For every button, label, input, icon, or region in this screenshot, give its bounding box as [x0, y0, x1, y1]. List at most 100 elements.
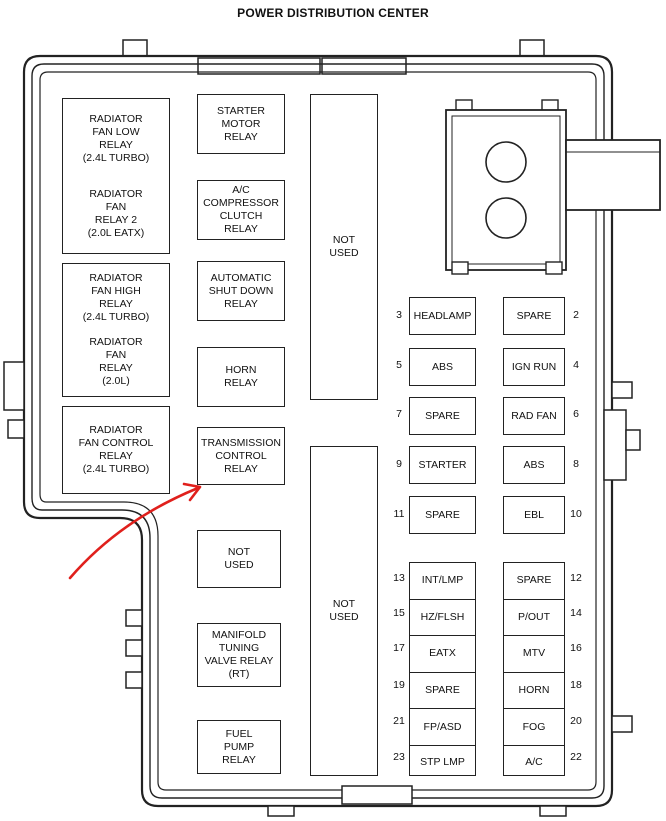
fuse-label: HORN: [518, 684, 550, 697]
relay-label: RADIATOR FAN HIGH RELAY (2.4L TURBO): [82, 272, 150, 323]
relay-fuel-pump: FUEL PUMP RELAY: [197, 720, 281, 774]
relay-transmission-control: TRANSMISSION CONTROL RELAY: [197, 427, 285, 485]
fuse-label: SPARE: [425, 684, 460, 697]
fuse-number: 7: [396, 408, 402, 420]
relay-label: RADIATOR FAN LOW RELAY (2.4L TURBO): [82, 112, 150, 164]
fuse-label: INT/LMP: [421, 574, 464, 587]
relay-label: HORN RELAY: [224, 364, 258, 389]
fuse-label: EBL: [524, 508, 544, 521]
fuse-number: 10: [570, 508, 582, 520]
relay-label: STARTER MOTOR RELAY: [216, 104, 266, 143]
relay-label: MANIFOLD TUNING VALVE RELAY (RT): [204, 629, 274, 680]
fuse-number: 11: [393, 508, 405, 520]
relay-label: FUEL PUMP RELAY: [222, 727, 256, 766]
fuse-label: SPARE: [425, 508, 460, 521]
fuse-number: 8: [573, 458, 579, 470]
fuse-label: P/OUT: [517, 610, 551, 623]
minifuse-spare-12: SPARE: [504, 563, 564, 600]
fuse-number: 4: [573, 359, 579, 371]
relay-label: RADIATOR FAN RELAY (2.0L): [89, 336, 143, 387]
fuse-ebl: EBL: [503, 496, 565, 534]
relay-label: RADIATOR FAN RELAY 2 (2.0L EATX): [87, 187, 145, 239]
fuse-label: SPARE: [516, 309, 552, 322]
minifuse-fog: FOG: [504, 709, 564, 746]
minifuse-p-out: P/OUT: [504, 600, 564, 637]
slot-label: NOT USED: [329, 598, 359, 623]
fuse-number: 18: [570, 679, 582, 691]
fuse-label: ABS: [523, 458, 545, 471]
relay-label: A/C COMPRESSOR CLUTCH RELAY: [203, 184, 279, 235]
fuse-number: 16: [570, 642, 582, 654]
fuse-label: HEADLAMP: [413, 309, 472, 322]
fuse-label: A/C: [525, 756, 543, 769]
slot-not-used-upper: NOT USED: [310, 94, 378, 400]
fuse-number: 14: [570, 607, 582, 619]
fuse-spare-11: SPARE: [409, 496, 476, 534]
fuse-number: 15: [393, 607, 405, 619]
minifuse-block-right: SPARE P/OUT MTV HORN FOG A/C: [503, 562, 565, 776]
fuse-number: 9: [396, 458, 402, 470]
minifuse-horn: HORN: [504, 673, 564, 710]
relay-horn: HORN RELAY: [197, 347, 285, 407]
fuse-label: EATX: [429, 647, 456, 660]
fuse-number: 12: [570, 572, 582, 584]
fuse-label: SPARE: [425, 409, 460, 422]
relay-label: AUTOMATIC SHUT DOWN RELAY: [208, 271, 274, 310]
fuse-number: 3: [396, 309, 402, 321]
fuse-number: 2: [573, 309, 579, 321]
fuse-number: 19: [393, 679, 405, 691]
minifuse-hz-flsh: HZ/FLSH: [410, 600, 475, 637]
relay-manifold-tuning-valve: MANIFOLD TUNING VALVE RELAY (RT): [197, 623, 281, 687]
relay-radiator-fan-control: RADIATOR FAN CONTROL RELAY (2.4L TURBO): [62, 406, 170, 494]
relay-starter-motor: STARTER MOTOR RELAY: [197, 94, 285, 154]
minifuse-block-left: INT/LMP HZ/FLSH EATX SPARE FP/ASD STP LM…: [409, 562, 476, 776]
relay-label: NOT USED: [224, 546, 254, 571]
fuse-label: HZ/FLSH: [420, 610, 465, 623]
annotation-arrow: [68, 482, 202, 580]
fuse-number: 6: [573, 408, 579, 420]
slot-not-used-lower: NOT USED: [310, 446, 378, 776]
relay-label: RADIATOR FAN CONTROL RELAY (2.4L TURBO): [78, 424, 154, 475]
fuse-number: 23: [393, 751, 405, 763]
fuse-abs-right: ABS: [503, 446, 565, 484]
fuse-number: 17: [393, 642, 405, 654]
fuse-number: 22: [570, 751, 582, 763]
fuse-label: STARTER: [418, 458, 467, 471]
fuse-number: 20: [570, 715, 582, 727]
relay-automatic-shut-down: AUTOMATIC SHUT DOWN RELAY: [197, 261, 285, 321]
relay-radiator-fan-low-and-fan-relay-2: RADIATOR FAN LOW RELAY (2.4L TURBO) RADI…: [62, 98, 170, 254]
fuse-label: FOG: [522, 720, 546, 733]
fuse-label: MTV: [522, 647, 546, 660]
relay-not-used: NOT USED: [197, 530, 281, 588]
fuse-label: ABS: [431, 360, 453, 373]
minifuse-spare-19: SPARE: [410, 673, 475, 710]
minifuse-stp-lmp: STP LMP: [410, 746, 475, 780]
relay-label: TRANSMISSION CONTROL RELAY: [201, 436, 281, 475]
fuse-spare-2: SPARE: [503, 297, 565, 335]
minifuse-fp-asd: FP/ASD: [410, 709, 475, 746]
fuse-starter: STARTER: [409, 446, 476, 484]
fuse-label: RAD FAN: [511, 409, 557, 422]
relay-ac-compressor-clutch: A/C COMPRESSOR CLUTCH RELAY: [197, 180, 285, 240]
fuse-ign-run: IGN RUN: [503, 348, 565, 386]
fuse-number: 5: [396, 359, 402, 371]
page-title: POWER DISTRIBUTION CENTER: [237, 6, 429, 20]
minifuse-ac: A/C: [504, 746, 564, 780]
fuse-label: SPARE: [516, 574, 552, 587]
fuse-rad-fan: RAD FAN: [503, 397, 565, 435]
minifuse-int-lmp: INT/LMP: [410, 563, 475, 600]
minifuse-eatx: EATX: [410, 636, 475, 673]
fuse-headlamp: HEADLAMP: [409, 297, 476, 335]
slot-label: NOT USED: [329, 234, 359, 259]
fuse-label: FP/ASD: [423, 720, 462, 733]
fuse-number: 13: [393, 572, 405, 584]
fuse-abs-left: ABS: [409, 348, 476, 386]
fuse-number: 21: [393, 715, 405, 727]
fuse-label: IGN RUN: [511, 360, 557, 373]
fuse-label: STP LMP: [420, 756, 465, 769]
minifuse-mtv: MTV: [504, 636, 564, 673]
connector-block: [445, 99, 661, 275]
fuse-spare-7: SPARE: [409, 397, 476, 435]
relay-radiator-fan-high-and-fan-relay: RADIATOR FAN HIGH RELAY (2.4L TURBO) RAD…: [62, 263, 170, 397]
